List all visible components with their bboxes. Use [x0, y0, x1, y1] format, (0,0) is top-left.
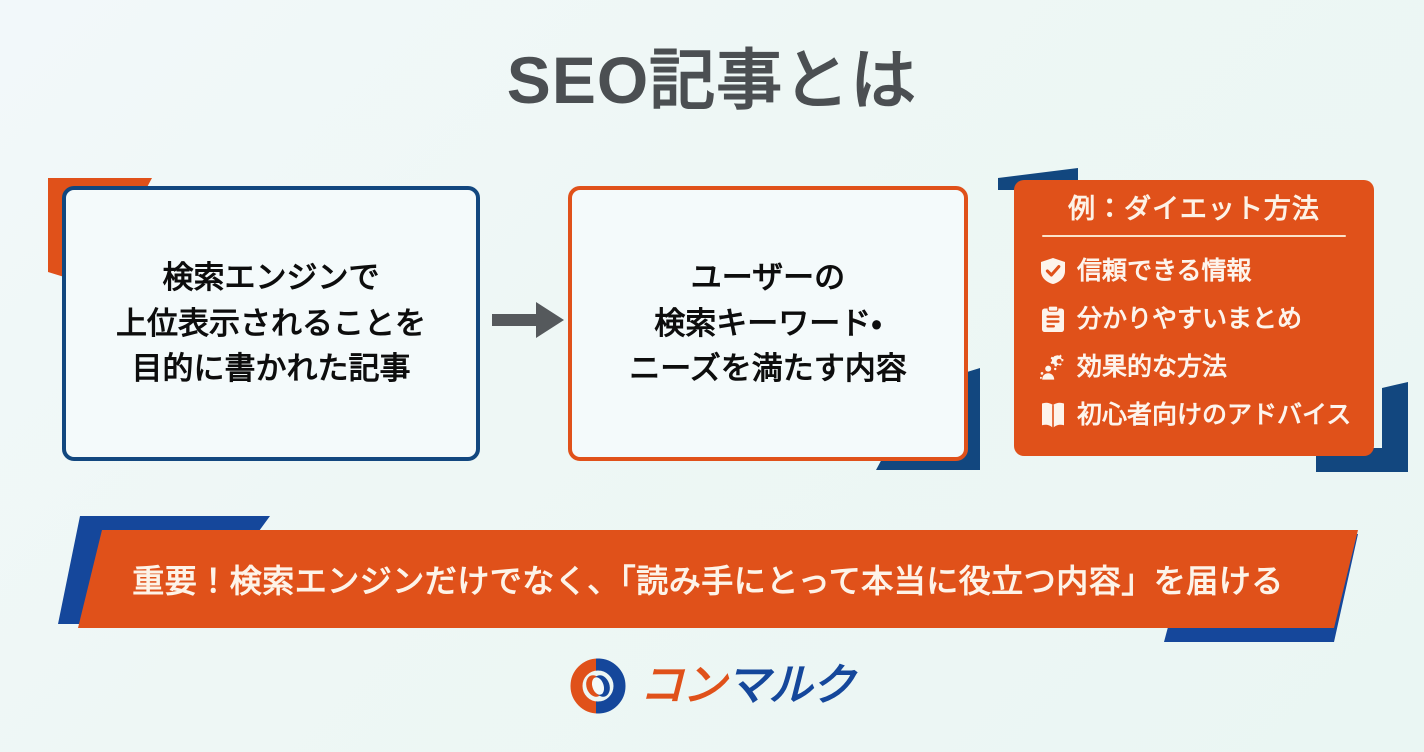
brand-logo-text-part2: マルク: [725, 661, 856, 710]
brand-logo-text: コンマルク: [639, 661, 856, 710]
example-panel-heading: 例：ダイエット方法: [1068, 194, 1320, 224]
list-item-label: 初心者向けのアドバイス: [1077, 400, 1352, 429]
list-item: 効果的な方法: [1040, 345, 1360, 389]
open-book-icon: [1040, 401, 1066, 429]
user-needs-line-3: ニーズを満たす内容: [629, 351, 907, 387]
gears-person-icon: [1040, 353, 1066, 381]
definition-line-3: 目的に書かれた記事: [131, 351, 411, 387]
user-needs-line-1: ユーザーの: [690, 259, 846, 295]
example-panel-divider: [1042, 235, 1346, 238]
definition-line-2: 上位表示されることを: [116, 305, 426, 341]
list-item-label: 分かりやすいまとめ: [1077, 304, 1303, 333]
definition-box-user-needs: ユーザーの 検索キーワード・ ニーズを満たす内容: [568, 186, 968, 461]
conmarc-ring-icon: [570, 658, 625, 714]
user-needs-line-2: 検索キーワード・: [654, 305, 882, 341]
definition-box-text: 検索エンジンで 上位表示されることを 目的に書かれた記事: [116, 255, 426, 393]
example-panel: 例：ダイエット方法 信頼できる情報: [1014, 180, 1374, 456]
list-item: 信頼できる情報: [1040, 249, 1360, 293]
page-title: SEO記事とは: [506, 43, 918, 117]
definition-box-search-engine: 検索エンジンで 上位表示されることを 目的に書かれた記事: [62, 186, 480, 461]
banner-message: 重要！検索エンジンだけでなく、「読み手にとって本当に役立つ内容」を届ける: [132, 563, 1284, 599]
list-item-label: 信頼できる情報: [1077, 256, 1252, 285]
user-needs-box-text: ユーザーの 検索キーワード・ ニーズを満たす内容: [629, 255, 906, 393]
list-item: 分かりやすいまとめ: [1040, 297, 1360, 341]
arrow-right-icon: [492, 302, 564, 338]
shield-check-icon: [1040, 257, 1066, 285]
banner-shape: [78, 530, 1358, 628]
list-item: 初心者向けのアドバイス: [1040, 393, 1360, 437]
brand-logo-text-part1: コン: [639, 661, 727, 710]
list-item-label: 効果的な方法: [1077, 352, 1228, 381]
brand-logo: コンマルク: [0, 658, 1424, 714]
definition-line-1: 検索エンジンで: [162, 259, 380, 295]
clipboard-icon: [1040, 305, 1066, 333]
